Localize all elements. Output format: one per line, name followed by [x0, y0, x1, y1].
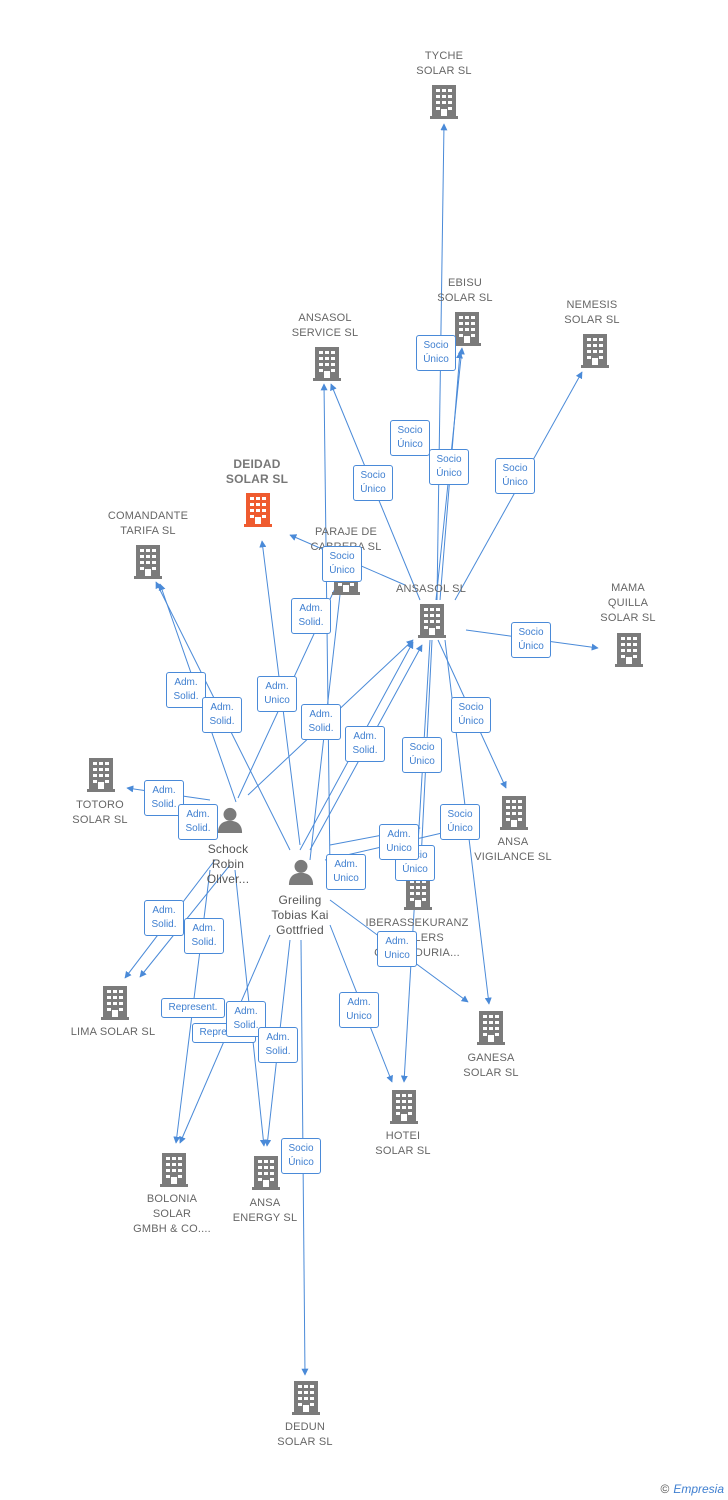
relation-label[interactable]: Socio Único — [281, 1138, 321, 1174]
relation-label[interactable]: Socio Único — [495, 458, 535, 494]
relation-label[interactable]: Adm. Solid. — [184, 918, 224, 954]
relation-label[interactable]: Socio Único — [402, 737, 442, 773]
brand-footer: ©Empresia — [660, 1482, 724, 1496]
node-label-totoro[interactable]: TOTORO SOLAR SL — [72, 799, 128, 826]
relation-label[interactable]: Adm. Solid. — [178, 804, 218, 840]
node-label-tyche[interactable]: TYCHE SOLAR SL — [416, 50, 472, 77]
relation-label[interactable]: Adm. Solid. — [345, 726, 385, 762]
relation-label[interactable]: Socio Único — [451, 697, 491, 733]
relation-label[interactable]: Adm. Solid. — [291, 598, 331, 634]
relation-label[interactable]: Socio Único — [353, 465, 393, 501]
node-label-dedun[interactable]: DEDUN SOLAR SL — [277, 1421, 333, 1448]
node-label-ansasol[interactable]: ANSASOL SL — [395, 583, 467, 595]
relation-label[interactable]: Adm. Unico — [326, 854, 366, 890]
node-label-comandante[interactable]: COMANDANTE TARIFA SL — [107, 510, 189, 537]
node-label-ganesa[interactable]: GANESA SOLAR SL — [463, 1052, 519, 1079]
relation-label[interactable]: Socio Único — [390, 420, 430, 456]
copyright-symbol: © — [660, 1482, 670, 1496]
node-label-iberassekuranz[interactable]: IBERASSEKURANZ MAKLERS CORREDURIA... — [365, 917, 469, 959]
relation-label[interactable]: Socio Único — [440, 804, 480, 840]
node-label-ansa-vigilance[interactable]: ANSA VIGILANCE SL — [474, 836, 552, 863]
node-label-hotei[interactable]: HOTEI SOLAR SL — [375, 1130, 431, 1157]
node-label-nemesis[interactable]: NEMESIS SOLAR SL — [564, 299, 620, 326]
node-label-greiling[interactable]: Greiling Tobias Kai Gottfried — [271, 893, 329, 937]
relation-label[interactable]: Socio Único — [511, 622, 551, 658]
relation-label[interactable]: Socio Único — [322, 546, 362, 582]
node-label-ansa-energy[interactable]: ANSA ENERGY SL — [232, 1197, 298, 1224]
relation-label[interactable]: Adm. Solid. — [166, 672, 206, 708]
node-label-ansasol-service[interactable]: ANSASOL SERVICE SL — [291, 312, 359, 339]
relation-label[interactable]: Adm. Unico — [379, 824, 419, 860]
node-label-ebisu[interactable]: EBISU SOLAR SL — [437, 277, 493, 304]
relation-label[interactable]: Adm. Solid. — [301, 704, 341, 740]
node-label-deidad[interactable]: DEIDAD SOLAR SL — [225, 457, 289, 486]
relation-label[interactable]: Adm. Unico — [377, 931, 417, 967]
relation-label[interactable]: Adm. Solid. — [144, 780, 184, 816]
node-label-bolonia[interactable]: BOLONIA SOLAR GMBH & CO.... — [133, 1193, 211, 1235]
relation-label[interactable]: Adm. Unico — [257, 676, 297, 712]
relation-label[interactable]: Represent. — [161, 998, 225, 1018]
node-label-schock[interactable]: Schock Robin Oliver... — [206, 842, 250, 886]
relation-label[interactable]: Adm. Solid. — [144, 900, 184, 936]
brand-logo: Empresia — [673, 1482, 724, 1496]
relation-label[interactable]: Socio Único — [416, 335, 456, 371]
node-label-mama-quilla[interactable]: MAMA QUILLA SOLAR SL — [600, 582, 656, 624]
node-label-lima[interactable]: LIMA SOLAR SL — [70, 1026, 156, 1038]
relation-label[interactable]: Adm. Unico — [339, 992, 379, 1028]
relation-label[interactable]: Socio Único — [429, 449, 469, 485]
relation-label[interactable]: Adm. Solid. — [202, 697, 242, 733]
relation-label[interactable]: Adm. Solid. — [258, 1027, 298, 1063]
